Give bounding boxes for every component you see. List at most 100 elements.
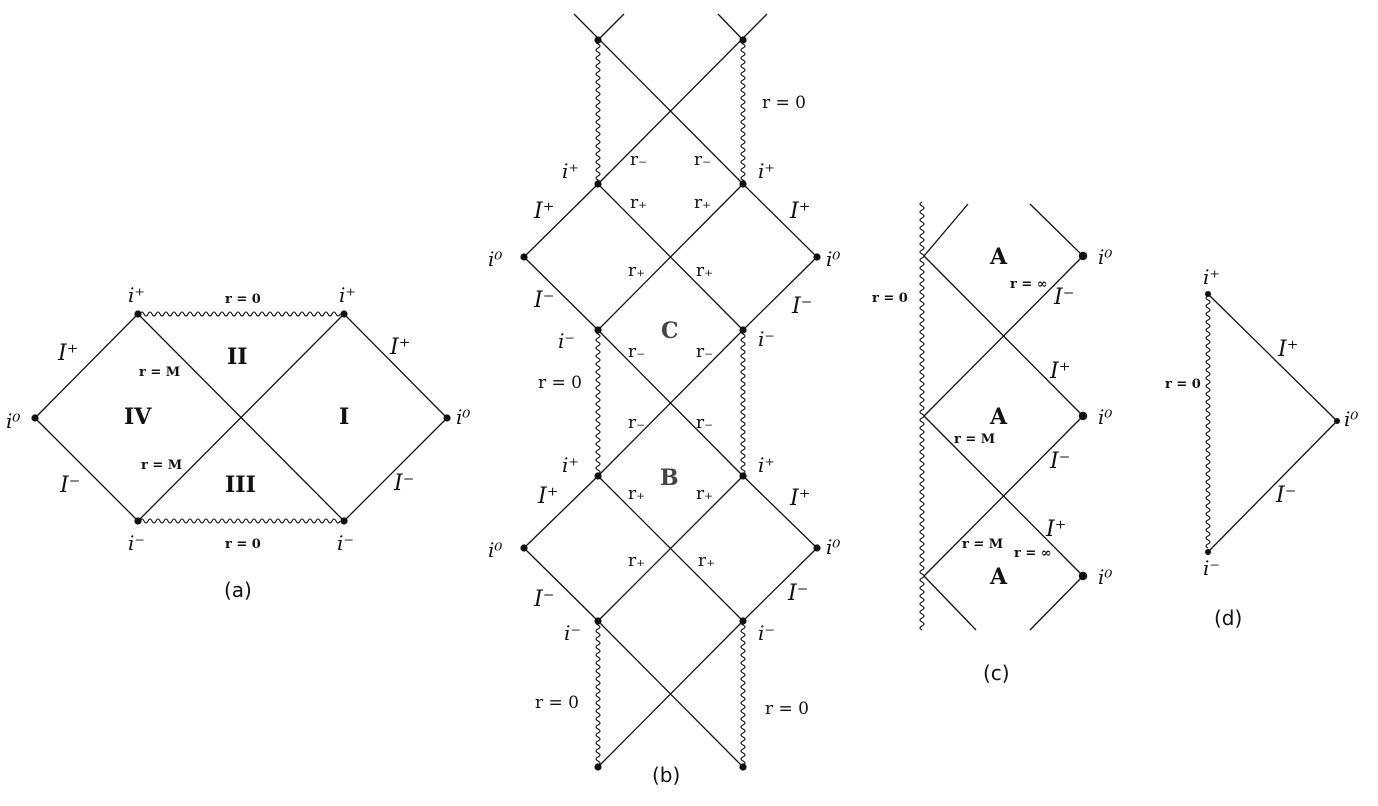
b-line-top-1	[573, 13, 744, 185]
b-line-top-2	[597, 13, 625, 41]
b-label-scri-plus-4: I⁺	[789, 486, 810, 511]
b-edge-ur-2	[742, 256, 818, 331]
b-singularity-right-top	[740, 39, 746, 185]
panel-a: i⁺ i⁺ i⁻ i⁻ i⁰ i⁰ I⁺ I⁺ I⁻ I⁻ r = 0 r = …	[6, 283, 470, 602]
c-dot-1	[1078, 251, 1088, 261]
b-label-r-plus-8: r₊	[698, 551, 715, 571]
b-label-scri-minus-2: I⁻	[791, 294, 812, 319]
b-dot-14	[739, 617, 747, 625]
a-label-i-minus-right: i⁻	[337, 531, 354, 555]
c-label-r-zero: r = 0	[872, 291, 908, 306]
a-label-scri-plus-right: I⁺	[389, 335, 410, 360]
d-label-scri-plus: I⁺	[1277, 337, 1298, 362]
a-edge-scri-plus-left	[34, 313, 139, 419]
b-label-i-zero-1: i⁰	[488, 247, 502, 271]
d-label-i-plus: i⁺	[1203, 265, 1220, 289]
b-dot-4	[739, 180, 747, 188]
a-spatial-infinity-right	[443, 414, 451, 422]
b-dot-3	[594, 180, 602, 188]
b-region-B: B	[660, 465, 679, 491]
c-label-r-M-1: r = M	[954, 432, 995, 447]
d-dot-top	[1205, 291, 1211, 297]
b-label-r-minus-3: r₋	[628, 342, 645, 362]
b-edge-ul-2	[523, 256, 599, 331]
c-edge-6	[923, 415, 1084, 577]
b-label-i-zero-4: i⁰	[826, 535, 840, 559]
b-dot-16	[739, 763, 747, 771]
b-horizon-upper-2	[597, 183, 744, 331]
c-region-A-1: A	[989, 244, 1008, 270]
b-label-r-minus-5: r₋	[628, 413, 645, 433]
b-singularity-left-mid	[595, 329, 601, 475]
b-label-r-minus-1: r₋	[630, 150, 647, 170]
a-future-timelike-right	[340, 310, 348, 318]
b-region-C: C	[661, 318, 679, 344]
b-line-bottom-2	[597, 620, 744, 768]
b-label-i-zero-3: i⁰	[488, 538, 502, 562]
b-line-top-4	[717, 13, 744, 41]
c-label-i-zero-2: i⁰	[1098, 405, 1112, 429]
b-edge-ll-1	[523, 475, 599, 549]
b-dot-9	[594, 472, 602, 480]
d-edge-scri-plus	[1207, 293, 1338, 422]
c-edge-4	[923, 255, 1084, 417]
b-edge-ul-1	[523, 183, 599, 258]
b-label-i-minus-3: i⁻	[564, 621, 581, 645]
b-label-i-minus-4: i⁻	[758, 621, 775, 645]
c-label-scri-plus-2: I⁺	[1045, 517, 1066, 542]
a-label-r-zero-top: r = 0	[225, 292, 261, 307]
c-label-scri-minus-1: I⁻	[1053, 285, 1074, 310]
a-past-timelike-right	[340, 517, 348, 525]
b-label-i-plus-3: i⁺	[562, 453, 579, 477]
a-label-r-M-lower: r = M	[141, 458, 182, 473]
b-dot-5	[520, 253, 528, 261]
d-dot-bottom	[1205, 549, 1211, 555]
b-label-i-minus-1: i⁻	[558, 329, 575, 353]
b-dot-6	[813, 253, 821, 261]
a-label-i-plus-right: i⁺	[339, 283, 356, 307]
b-dot-1	[594, 36, 602, 44]
b-label-scri-plus-2: I⁺	[789, 199, 810, 224]
b-singularity-left-bottom	[595, 620, 601, 766]
c-dot-2	[1078, 411, 1088, 421]
b-label-r-plus-5: r₊	[628, 484, 645, 504]
c-label-r-inf-2: r = ∞	[1014, 546, 1052, 561]
a-label-scri-minus-right: I⁻	[393, 471, 414, 496]
panel-b: r = 0 r = 0 r = 0 r = 0 i⁺ i⁺ i⁺ i⁺ i⁻ i…	[488, 13, 840, 787]
b-label-r-zero-mid: r = 0	[538, 373, 582, 393]
a-caption: (a)	[224, 578, 252, 602]
b-label-i-plus-1: i⁺	[562, 159, 579, 183]
b-label-scri-minus-3: I⁻	[533, 587, 554, 612]
d-singularity	[1205, 295, 1211, 549]
b-label-scri-minus-4: I⁻	[787, 581, 808, 606]
b-edge-lr-1	[742, 475, 818, 549]
b-singularity-right-bottom	[740, 620, 746, 766]
b-label-r-plus-7: r₊	[628, 551, 645, 571]
c-region-A-3: A	[989, 564, 1008, 590]
d-label-r-zero: r = 0	[1165, 377, 1201, 392]
c-edge-1	[923, 203, 969, 257]
d-label-i-zero: i⁰	[1344, 407, 1358, 431]
b-label-r-plus-6: r₊	[696, 484, 713, 504]
b-label-i-zero-2: i⁰	[826, 247, 840, 271]
b-label-i-minus-2: i⁻	[758, 327, 775, 351]
panel-c: i⁰ i⁰ i⁰ r = 0 r = ∞ r = ∞ r = M r = M I…	[872, 201, 1112, 685]
b-dot-12	[813, 544, 821, 552]
a-singularity-bottom	[139, 518, 341, 524]
c-caption: (c)	[983, 661, 1010, 685]
b-dot-10	[739, 472, 747, 480]
d-label-i-minus: i⁻	[1203, 556, 1220, 580]
c-label-i-zero-3: i⁰	[1098, 565, 1112, 589]
a-spatial-infinity-left	[31, 414, 39, 422]
a-label-scri-minus-left: I⁻	[59, 473, 80, 498]
b-label-r-minus-6: r₋	[696, 413, 713, 433]
c-label-r-inf-1: r = ∞	[1010, 277, 1048, 292]
a-label-i-zero-right: i⁰	[456, 405, 470, 429]
c-dot-3	[1078, 571, 1088, 581]
b-dot-7	[594, 326, 602, 334]
b-label-r-plus-1: r₊	[630, 193, 647, 213]
a-future-timelike-left	[134, 310, 142, 318]
b-edge-ll-2	[523, 547, 599, 622]
a-label-r-zero-bottom: r = 0	[225, 537, 261, 552]
b-singularity-left-top	[595, 39, 601, 185]
